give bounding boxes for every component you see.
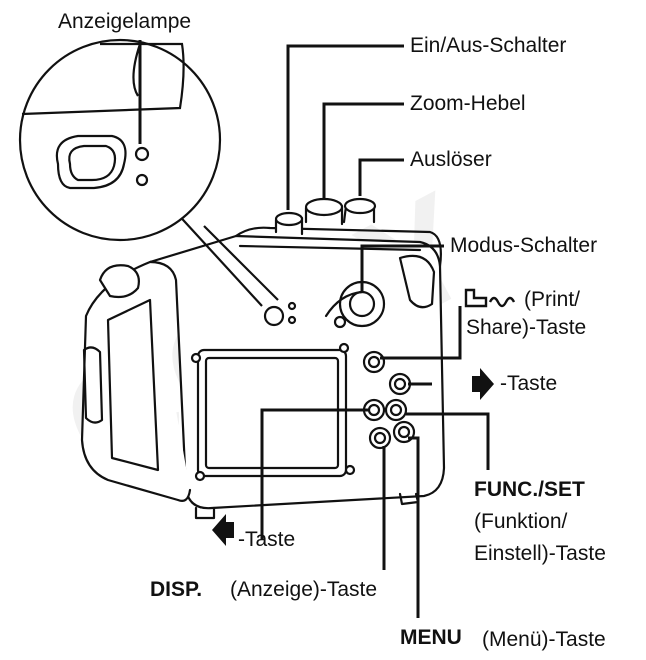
disp-button	[370, 428, 390, 448]
label-print-share-2: Share)-Taste	[466, 316, 586, 340]
right-arrow-icon	[472, 368, 494, 400]
label-func-set-2: (Funktion/	[474, 510, 567, 534]
func-set-button	[386, 400, 406, 420]
label-shutter: Auslöser	[410, 148, 492, 172]
leader-zoom	[324, 104, 404, 198]
label-power-switch: Ein/Aus-Schalter	[410, 34, 566, 58]
label-menu-rest: (Menü)-Taste	[482, 628, 606, 652]
label-func-set-3: Einstell)-Taste	[474, 542, 606, 566]
right-button	[390, 374, 410, 394]
label-indicator-lamp: Anzeigelampe	[58, 10, 191, 34]
label-disp-bold: DISP.	[150, 578, 202, 602]
lcd-screen	[198, 350, 346, 476]
label-menu-bold: MENU	[400, 626, 462, 650]
label-mode-switch: Modus-Schalter	[450, 234, 597, 258]
print-share-icon	[466, 290, 514, 306]
label-func-set-bold: FUNC./SET	[474, 478, 585, 502]
print-button	[364, 352, 384, 372]
label-zoom-lever: Zoom-Hebel	[410, 92, 526, 116]
label-left-key: -Taste	[238, 528, 295, 552]
label-right-key: -Taste	[500, 372, 557, 396]
label-disp-rest: (Anzeige)-Taste	[230, 578, 377, 602]
label-print-share-1: (Print/	[524, 288, 580, 312]
leader-shutter	[360, 160, 404, 196]
leader-power	[288, 46, 404, 210]
left-arrow-icon	[212, 514, 234, 546]
